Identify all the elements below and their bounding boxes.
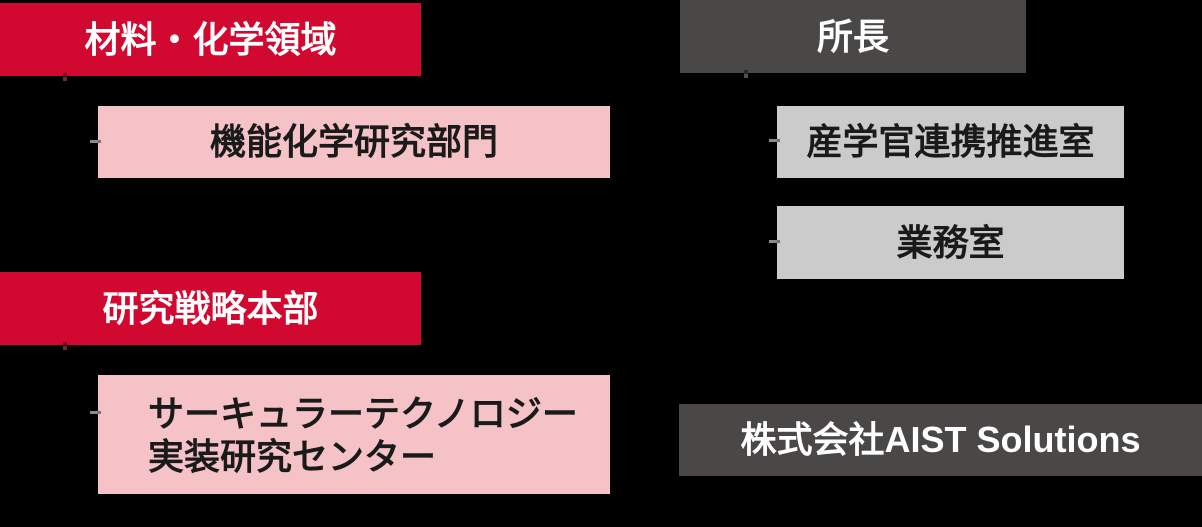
org-box-functional-chemistry-department: 機能化学研究部門 — [98, 106, 610, 178]
connector-stub-below-materials-domain — [63, 73, 67, 81]
org-box-circular-technology-center-label-line1: サーキュラーテクノロジー — [148, 392, 578, 434]
org-box-functional-chemistry-department-label: 機能化学研究部門 — [209, 121, 498, 163]
connector-stub-circular-center — [90, 411, 101, 414]
org-box-circular-technology-center-label-line2: 実装研究センター — [148, 435, 437, 477]
org-box-operations-office-label: 業務室 — [896, 221, 1005, 263]
org-box-aist-solutions: 株式会社AIST Solutions — [679, 404, 1202, 476]
org-box-operations-office: 業務室 — [777, 206, 1124, 279]
org-box-materials-chemistry-domain-label: 材料・化学領域 — [84, 18, 337, 60]
connector-stub-functional-chemistry — [90, 140, 101, 143]
org-box-director-label: 所長 — [816, 15, 889, 57]
org-box-director: 所長 — [680, 0, 1026, 73]
org-box-aist-solutions-label: 株式会社AIST Solutions — [740, 419, 1141, 461]
connector-stub-below-director — [744, 70, 748, 78]
org-box-research-strategy-headquarters: 研究戦略本部 — [0, 272, 421, 345]
org-box-research-strategy-headquarters-label: 研究戦略本部 — [102, 287, 319, 329]
connector-stub-operations-office — [769, 240, 780, 243]
connector-stub-below-strategy-hq — [63, 342, 67, 350]
org-box-industry-academia-gov-collaboration-office-label: 産学官連携推進室 — [806, 121, 1095, 163]
org-box-industry-academia-gov-collaboration-office: 産学官連携推進室 — [777, 106, 1124, 178]
connector-stub-collaboration-office — [769, 139, 780, 142]
org-box-circular-technology-center: サーキュラーテクノロジー 実装研究センター — [98, 375, 610, 494]
org-box-materials-chemistry-domain: 材料・化学領域 — [0, 3, 421, 76]
